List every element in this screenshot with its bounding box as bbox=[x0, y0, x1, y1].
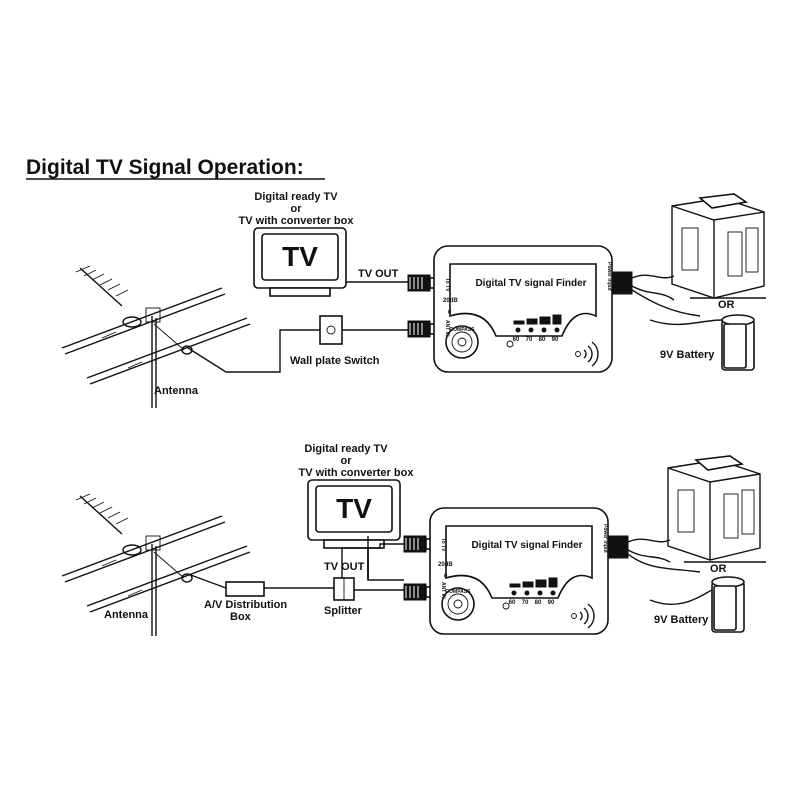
9v-battery-icon bbox=[721, 314, 755, 371]
battery-holder-icon bbox=[667, 455, 761, 561]
tv-label-line3: TV with converter box bbox=[299, 467, 415, 479]
tv-screen-text: TV bbox=[282, 241, 318, 272]
battery-label-top: 9V Battery bbox=[660, 349, 715, 361]
av-box-label-line2: Box bbox=[230, 611, 252, 623]
compass-label: COMPASS bbox=[450, 327, 476, 333]
power-connector-icon bbox=[607, 535, 629, 559]
splitter-label: Splitter bbox=[324, 605, 363, 617]
scale-70: 70 bbox=[526, 337, 533, 343]
gain-20db-label: 20dB bbox=[438, 562, 453, 568]
tv-label-line1: Digital ready TV bbox=[304, 443, 388, 455]
ant-in-label: ANT IN bbox=[440, 582, 446, 599]
antenna-label: Antenna bbox=[154, 385, 199, 397]
battery-label-bottom: 9V Battery bbox=[654, 614, 709, 626]
av-box-label-line1: A/V Distribution bbox=[204, 599, 287, 611]
power-input-label: Power Input bbox=[606, 262, 612, 291]
scale-80: 80 bbox=[535, 600, 542, 606]
wall-plate-switch-label: Wall plate Switch bbox=[290, 355, 380, 367]
antenna-icon bbox=[61, 493, 251, 637]
scale-90: 90 bbox=[548, 600, 555, 606]
ant-in-label: ANT IN bbox=[444, 320, 450, 337]
battery-holder-icon bbox=[671, 193, 765, 299]
finder-title: Digital TV signal Finder bbox=[471, 540, 582, 551]
or-label-bottom: OR bbox=[710, 563, 727, 575]
scale-60: 60 bbox=[513, 337, 520, 343]
or-label-top: OR bbox=[718, 299, 735, 311]
tv-out-label: TV OUT bbox=[324, 561, 365, 573]
finder-title: Digital TV signal Finder bbox=[475, 278, 586, 289]
gain-0-label: 0 bbox=[448, 310, 452, 316]
to-tv-label: To TV bbox=[440, 538, 446, 552]
signal-finder-icon bbox=[433, 245, 613, 373]
power-input-label: Power Input bbox=[602, 524, 608, 553]
bottom-diagram: Antenna TV Digital ready TV or TV with c… bbox=[61, 443, 766, 637]
scale-90: 90 bbox=[552, 337, 559, 343]
page-title: Digital TV Signal Operation: bbox=[26, 156, 304, 179]
tv-out-label: TV OUT bbox=[358, 268, 399, 280]
scale-70: 70 bbox=[522, 600, 529, 606]
scale-60: 60 bbox=[509, 600, 516, 606]
tv-label-line2: or bbox=[341, 455, 353, 467]
to-tv-label: To TV bbox=[444, 278, 450, 292]
tv-label-line1: Digital ready TV bbox=[254, 191, 338, 203]
signal-finder-icon bbox=[429, 507, 609, 635]
wall-plate-switch-icon bbox=[319, 315, 343, 345]
gain-20db-label: 20dB bbox=[443, 298, 458, 304]
gain-0-label: 0 bbox=[444, 574, 448, 580]
9v-battery-icon bbox=[711, 576, 745, 633]
power-connector-icon bbox=[611, 271, 633, 295]
compass-label: COMPASS bbox=[446, 589, 472, 595]
av-distribution-box-icon bbox=[225, 581, 265, 597]
tv-label-line2: or bbox=[291, 203, 303, 215]
antenna-label: Antenna bbox=[104, 609, 149, 621]
scale-80: 80 bbox=[539, 337, 546, 343]
tv-screen-text: TV bbox=[336, 493, 372, 524]
top-diagram: Antenna TV Digital ready TV or TV with c… bbox=[61, 191, 766, 409]
tv-label-line3: TV with converter box bbox=[239, 215, 355, 227]
